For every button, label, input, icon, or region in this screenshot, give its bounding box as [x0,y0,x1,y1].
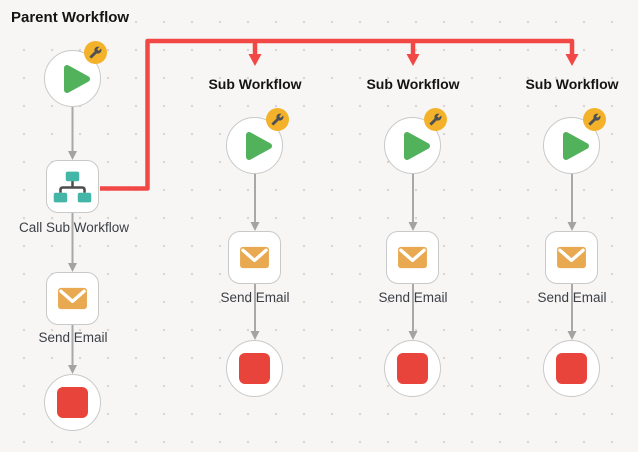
parent-workflow-title: Parent Workflow [11,9,130,26]
wrench-badge [84,41,107,64]
sub2-stop-node[interactable] [384,340,441,397]
sub1-start-node[interactable] [226,108,289,174]
wrench-icon [89,46,102,59]
sub2-email-node-label: Send Email [378,290,448,305]
org-chart-icon [53,171,92,203]
parent-email-node-label: Send Email [38,330,108,345]
sub-workflow-title-3: Sub Workflow [525,76,619,92]
wrench-badge [583,108,606,131]
stop-square-icon [556,353,587,384]
play-icon [403,131,430,160]
parent-call-sub-workflow-node[interactable] [46,160,99,213]
sub3-stop-node[interactable] [543,340,600,397]
stop-square-icon [397,353,428,384]
wrench-icon [271,113,284,126]
parent-start-node[interactable] [44,41,107,107]
sub3-email-node-label: Send Email [537,290,607,305]
sub2-send-email-node[interactable] [386,231,439,284]
sub-workflow-title-2: Sub Workflow [366,76,460,92]
wrench-icon [588,113,601,126]
play-icon [245,131,272,160]
play-icon [63,64,90,93]
stop-square-icon [57,387,88,418]
sub-connectors [250,174,577,340]
wrench-icon [429,113,442,126]
sub1-send-email-node[interactable] [228,231,281,284]
wrench-badge [424,108,447,131]
sub-workflow-title-1: Sub Workflow [208,76,302,92]
parent-call-node-label: Call Sub Workflow [18,220,130,235]
play-icon [562,131,589,160]
sub1-stop-node[interactable] [226,340,283,397]
parent-send-email-node[interactable] [46,272,99,325]
envelope-icon [557,246,586,269]
stop-square-icon [239,353,270,384]
parent-stop-node[interactable] [44,374,101,431]
envelope-icon [398,246,427,269]
wrench-badge [266,108,289,131]
envelope-icon [58,287,87,310]
sub1-email-node-label: Send Email [220,290,290,305]
envelope-icon [240,246,269,269]
sub3-start-node[interactable] [543,108,606,174]
sub3-send-email-node[interactable] [545,231,598,284]
branch-connector [100,38,579,191]
sub2-start-node[interactable] [384,108,447,174]
